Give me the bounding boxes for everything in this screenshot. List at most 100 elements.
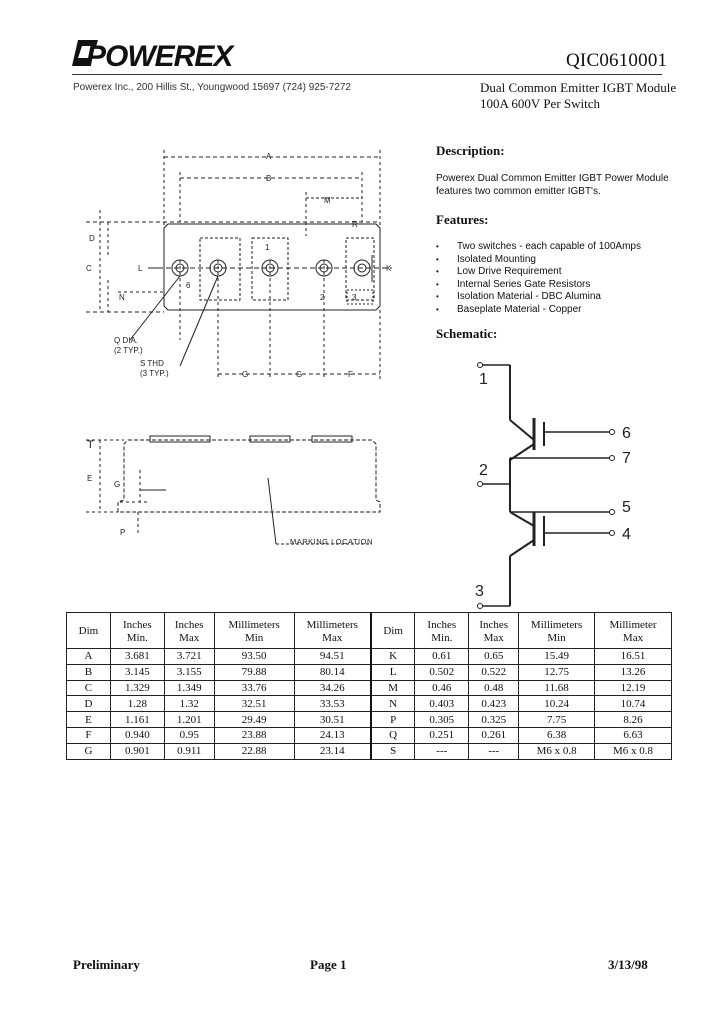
svg-text:B: B — [266, 174, 271, 183]
svg-text:(3 TYP.): (3 TYP.) — [140, 369, 169, 378]
table-cell: L — [369, 663, 416, 681]
bullet-icon: • — [436, 304, 439, 314]
feature-item: •Isolation Material - DBC Alumina — [436, 291, 601, 302]
feature-item: •Internal Series Gate Resistors — [436, 278, 591, 290]
svg-text:K: K — [386, 264, 392, 273]
table-cell: --- — [468, 742, 520, 760]
svg-text:A: A — [266, 152, 272, 161]
table-cell: S — [369, 742, 416, 760]
svg-text:6: 6 — [622, 425, 631, 442]
table-cell: 0.65 — [468, 648, 520, 665]
schematic-heading: Schematic: — [436, 326, 498, 341]
top-view-labels: A B M D C N L K R Q DIA. (2 TYP.) S THD … — [86, 152, 392, 379]
header-cell: Dim — [66, 612, 111, 649]
svg-text:5: 5 — [622, 499, 631, 516]
svg-text:4: 4 — [622, 526, 631, 543]
side-view-outline — [86, 435, 381, 545]
table-cell: 10.24 — [518, 695, 596, 713]
table-cell: 0.261 — [468, 726, 520, 744]
table-cell: 94.51 — [293, 648, 372, 665]
table-cell: 1.201 — [163, 711, 215, 728]
svg-text:2: 2 — [479, 462, 488, 479]
svg-text:F: F — [348, 370, 353, 379]
product-subtitle-line2: 100A 600V Per Switch — [480, 96, 601, 111]
table-cell: 1.32 — [163, 695, 215, 713]
table-cell: 3.721 — [163, 648, 215, 665]
table-cell: 0.502 — [414, 663, 470, 681]
table-cell: 80.14 — [293, 663, 372, 681]
company-address: Powerex Inc., 200 Hillis St., Youngwood … — [73, 82, 351, 93]
table-cell: --- — [414, 742, 470, 760]
bullet-icon: • — [436, 279, 439, 289]
product-subtitle-line1: Dual Common Emitter IGBT Module — [480, 80, 677, 95]
table-cell: 0.48 — [468, 679, 520, 697]
table-cell: 12.19 — [594, 679, 672, 697]
table-cell: B — [66, 663, 111, 681]
bullet-icon: • — [436, 254, 439, 264]
document-number: QIC0610001 — [566, 50, 668, 71]
bullet-icon: • — [436, 267, 439, 276]
table-cell: 22.88 — [213, 742, 295, 760]
table-cell: 34.26 — [293, 679, 372, 697]
svg-text:C: C — [86, 264, 92, 273]
table-cell: 15.49 — [518, 648, 596, 665]
footer-status: Preliminary — [73, 957, 140, 972]
table-cell: 79.88 — [213, 663, 295, 681]
table-cell: A — [66, 648, 111, 665]
svg-text:7: 7 — [622, 450, 631, 467]
table-cell: 13.26 — [594, 663, 672, 681]
table-cell: 1.28 — [109, 695, 165, 713]
svg-text:P: P — [120, 528, 125, 537]
table-cell: 1.349 — [163, 679, 215, 697]
svg-text:S THD: S THD — [140, 359, 164, 368]
svg-text:3: 3 — [475, 583, 484, 600]
table-cell: 33.53 — [293, 695, 372, 713]
technical-drawings: A B M D C N L K R Q DIA. (2 TYP.) S THD … — [86, 150, 631, 609]
table-cell: 6.63 — [594, 726, 672, 744]
feature-item: •Baseplate Material - Copper — [436, 303, 582, 315]
description-text: Powerex Dual Common Emitter IGBT Power M… — [436, 173, 669, 197]
svg-text:1: 1 — [265, 243, 270, 252]
table-cell: 3.155 — [163, 663, 215, 681]
table-cell: M6 x 0.8 — [594, 742, 672, 760]
table-cell: Q — [369, 726, 416, 744]
svg-text:G: G — [296, 370, 302, 379]
table-cell: 30.51 — [293, 711, 372, 728]
table-cell: M — [369, 679, 416, 697]
table-cell: 33.76 — [213, 679, 295, 697]
svg-text:6: 6 — [186, 281, 191, 290]
svg-text:Q DIA.: Q DIA. — [114, 336, 138, 345]
table-cell: 11.68 — [518, 679, 596, 697]
svg-text:N: N — [119, 293, 125, 302]
table-cell: P — [369, 711, 416, 728]
table-cell: 0.61 — [414, 648, 470, 665]
feature-item: •Low Drive Requirement — [436, 266, 562, 277]
table-cell: 10.74 — [594, 695, 672, 713]
table-cell: G — [66, 742, 111, 760]
table-cell: 23.88 — [213, 726, 295, 744]
bullet-icon: • — [436, 292, 439, 301]
table-cell: 93.50 — [213, 648, 295, 665]
header-cell: Dim — [369, 612, 416, 649]
table-cell: 0.940 — [109, 726, 165, 744]
svg-text:M: M — [324, 196, 331, 205]
table-cell: K — [369, 648, 416, 665]
svg-text:G: G — [242, 370, 248, 379]
svg-text:L: L — [138, 264, 143, 273]
table-cell: D — [66, 695, 111, 713]
top-view-outline — [86, 150, 392, 380]
table-cell: N — [369, 695, 416, 713]
